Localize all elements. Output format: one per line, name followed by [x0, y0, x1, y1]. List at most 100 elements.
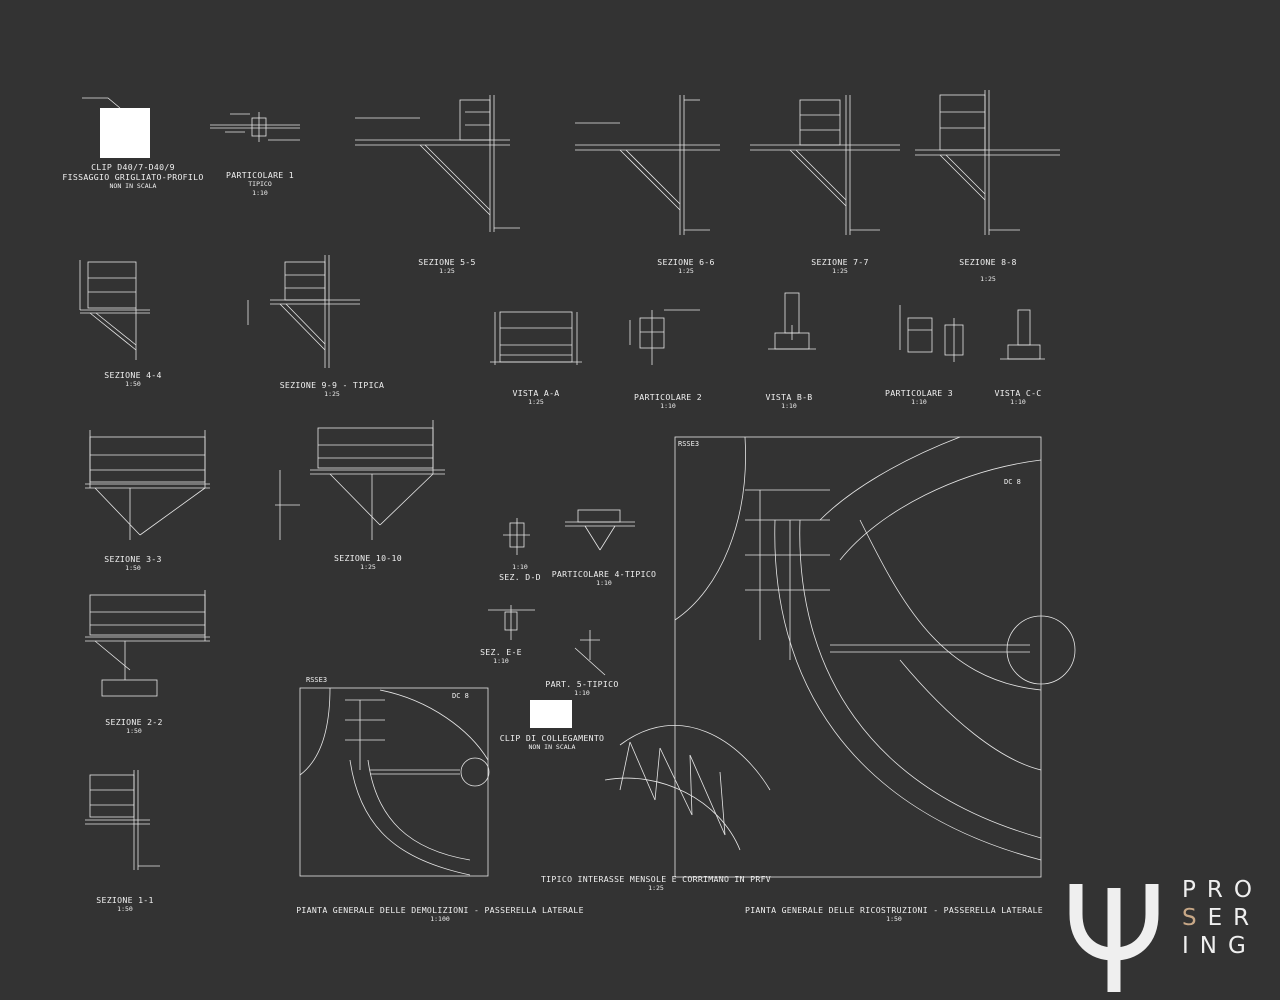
title-line: 1:50: [125, 380, 141, 388]
title-particolare-1: PARTICOLARE 1 TIPICO 1:10: [226, 170, 294, 198]
title-line: 1:10: [512, 563, 528, 571]
title-line: 1:10: [911, 398, 927, 406]
proser-ing-logo: PRO SER ING: [1064, 876, 1274, 992]
title-line: PARTICOLARE 3: [885, 388, 953, 398]
title-line: VISTA B-B: [765, 392, 813, 402]
title-sezione-e-e: SEZ. E-E 1:10: [480, 647, 522, 666]
title-line: 1:10: [252, 189, 268, 197]
particolare-2-detail: [629, 309, 700, 365]
title-line: SEZIONE 3-3: [104, 554, 162, 564]
particolare-3-detail: [899, 305, 964, 362]
title-line: PARTICOLARE 2: [634, 392, 702, 402]
title-line: SEZIONE 6-6: [657, 257, 715, 267]
title-sezione-5-5: SEZIONE 5-5 1:25: [418, 257, 476, 276]
pianta-demolizioni-plan: [299, 687, 490, 877]
title-line: 1:10: [660, 402, 676, 410]
logo-accent-letter: S: [1182, 905, 1208, 931]
title-sezione-8-8: SEZIONE 8-8 1:25: [959, 257, 1017, 284]
title-line: VISTA C-C: [994, 388, 1042, 398]
title-vista-a-a: VISTA A-A 1:25: [512, 388, 559, 407]
title-line: 1:50: [126, 727, 142, 735]
psi-icon: [1069, 884, 1159, 992]
title-line: PARTICOLARE 4-TIPICO: [551, 569, 657, 579]
title-line: SEZIONE 2-2: [105, 717, 163, 727]
title-line: SEZIONE 8-8: [959, 257, 1017, 267]
title-line: SEZ. D-D: [499, 572, 541, 582]
pianta-ricostruzioni-plan: [674, 436, 1076, 878]
title-line: 1:25: [980, 275, 996, 283]
title-sezione-3-3: SEZIONE 3-3 1:50: [104, 554, 162, 573]
logo-letters: PRO SER ING: [1182, 876, 1274, 960]
title-line: SEZ. E-E: [480, 647, 522, 657]
title-line: 1:10: [574, 689, 590, 697]
title-vista-b-b: VISTA B-B 1:10: [765, 392, 812, 411]
sezione-9-9-detail: [247, 255, 360, 368]
sezione-8-8-detail: [915, 90, 1060, 235]
tag-rsse3-small: RSSE3: [306, 676, 328, 684]
title-line: 1:25: [678, 267, 694, 275]
title-line: NON IN SCALA: [528, 743, 576, 751]
title-line: 1:25: [528, 398, 544, 406]
title-line: SEZIONE 10-10: [334, 553, 402, 563]
title-line: CLIP DI COLLEGAMENTO: [499, 733, 605, 743]
title-line: 1:50: [886, 915, 902, 923]
title-sezione-4-4: SEZIONE 4-4 1:50: [104, 370, 162, 389]
title-line: VISTA A-A: [512, 388, 560, 398]
title-line: FISSAGGIO GRIGLIATO-PROFILO: [62, 172, 204, 182]
title-line: SEZIONE 7-7: [811, 257, 869, 267]
logo-row-2-text: SER: [1182, 905, 1260, 931]
title-sezione-9-9: SEZIONE 9-9 - TIPICA 1:25: [280, 380, 385, 399]
tag-dc8-large: DC 8: [1004, 478, 1021, 486]
clip-collegamento-image: [530, 700, 572, 728]
clip-d40-detail: [82, 97, 121, 109]
title-line: 1:100: [430, 915, 450, 923]
title-particolare-2: PARTICOLARE 2 1:10: [634, 392, 702, 411]
logo-row-2: SER: [1182, 904, 1274, 932]
logo-row-3: ING: [1182, 933, 1257, 959]
title-line: 1:25: [324, 390, 340, 398]
sezione-10-10-detail: [275, 420, 445, 540]
title-pianta-demolizioni: PIANTA GENERALE DELLE DEMOLIZIONI - PASS…: [296, 905, 584, 924]
tag-rsse3-large: RSSE3: [678, 440, 700, 448]
sezione-2-2-detail: [85, 590, 210, 697]
title-clip-d40: CLIP D40/7-D40/9 FISSAGGIO GRIGLIATO-PRO…: [62, 162, 203, 191]
title-line: SEZIONE 4-4: [104, 370, 162, 380]
sezione-6-6-detail: [575, 95, 720, 235]
title-line: PIANTA GENERALE DELLE RICOSTRUZIONI - PA…: [744, 905, 1044, 915]
title-sezione-d-d: 1:10 SEZ. D-D: [499, 563, 541, 582]
title-sezione-6-6: SEZIONE 6-6 1:25: [657, 257, 715, 276]
title-sezione-1-1: SEZIONE 1-1 1:50: [96, 895, 154, 914]
sezione-3-3-detail: [85, 430, 210, 540]
clip-d40-image: [100, 108, 150, 158]
title-line: SEZIONE 5-5: [418, 257, 476, 267]
title-line: 1:10: [493, 657, 509, 665]
title-line: 1:25: [832, 267, 848, 275]
sezione-d-d-detail: [503, 518, 530, 555]
vista-b-b-detail: [768, 292, 816, 350]
title-line: TIPICO INTERASSE MENSOLE E CORRIMANO IN …: [540, 874, 772, 884]
vista-c-c-detail: [1000, 309, 1045, 360]
logo-row-1: PRO: [1182, 877, 1263, 903]
title-line: PIANTA GENERALE DELLE DEMOLIZIONI - PASS…: [296, 905, 584, 915]
title-line: SEZIONE 1-1: [96, 895, 154, 905]
vista-a-a-detail: [490, 311, 582, 365]
tag-dc8-small: DC 8: [452, 692, 469, 700]
title-particolare-3: PARTICOLARE 3 1:10: [885, 388, 953, 407]
title-tipico-interasse: TIPICO INTERASSE MENSOLE E CORRIMANO IN …: [541, 874, 771, 893]
sezione-5-5-detail: [355, 95, 520, 232]
sezione-7-7-detail: [750, 95, 900, 235]
particolare-4-detail: [565, 509, 635, 551]
title-line: 1:25: [360, 563, 376, 571]
title-sezione-10-10: SEZIONE 10-10 1:25: [334, 553, 402, 572]
title-line: 1:50: [117, 905, 133, 913]
title-vista-c-c: VISTA C-C 1:10: [994, 388, 1041, 407]
title-pianta-ricostruzioni: PIANTA GENERALE DELLE RICOSTRUZIONI - PA…: [745, 905, 1043, 924]
title-particolare-4: PARTICOLARE 4-TIPICO 1:10: [552, 569, 657, 588]
title-line: NON IN SCALA: [109, 182, 157, 190]
title-clip-collegamento: CLIP DI COLLEGAMENTO NON IN SCALA: [500, 733, 605, 752]
sezione-1-1-detail: [85, 770, 160, 870]
title-line: CLIP D40/7-D40/9: [91, 162, 175, 172]
title-sezione-7-7: SEZIONE 7-7 1:25: [811, 257, 869, 276]
